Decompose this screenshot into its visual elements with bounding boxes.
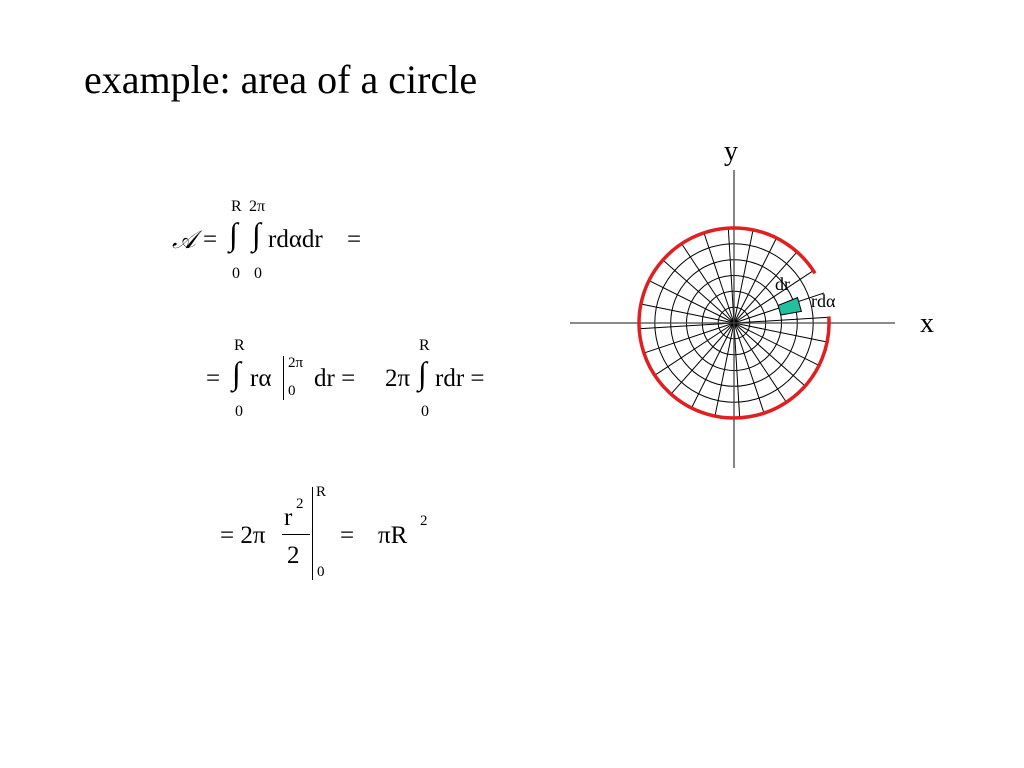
equals-sign: = bbox=[340, 522, 355, 549]
antiderivative: rα bbox=[250, 365, 272, 392]
upper-limit-outer: R bbox=[231, 198, 242, 215]
equals-sign-trailing: = bbox=[347, 226, 362, 253]
eval-upper: R bbox=[316, 484, 327, 500]
result: πR bbox=[378, 522, 408, 549]
integral-sign-outer: ∫ bbox=[229, 216, 238, 252]
numerator: r bbox=[284, 504, 293, 531]
result-exponent: 2 bbox=[420, 513, 428, 529]
evaluation-bar bbox=[312, 487, 313, 580]
evaluation-bar bbox=[283, 356, 284, 400]
page-title: example: area of a circle bbox=[84, 57, 478, 102]
area-element bbox=[777, 296, 803, 316]
equals-sign: = bbox=[203, 226, 218, 253]
integral-sign-inner: ∫ bbox=[252, 216, 261, 252]
numerator-exponent: 2 bbox=[296, 496, 304, 512]
dr-equals: dr = bbox=[314, 365, 356, 392]
lower-limit-outer: 0 bbox=[232, 265, 240, 282]
equals-sign: = bbox=[206, 365, 221, 392]
equals-2pi: = 2π bbox=[220, 522, 266, 549]
eval-lower: 0 bbox=[317, 564, 325, 580]
integral-sign: ∫ bbox=[232, 355, 241, 391]
polar-grid-figure bbox=[570, 170, 895, 468]
factor-2pi: 2π bbox=[385, 365, 411, 392]
eval-lower: 0 bbox=[288, 383, 296, 399]
boundary-circle bbox=[637, 226, 831, 420]
lower-limit-2: 0 bbox=[421, 403, 429, 420]
fraction-bar bbox=[282, 534, 310, 535]
rdalpha-label: rdα bbox=[811, 291, 836, 311]
area-symbol: 𝒜 bbox=[172, 225, 196, 254]
integrand-2: rdr = bbox=[435, 365, 485, 392]
lower-limit: 0 bbox=[235, 403, 243, 420]
y-axis-label: y bbox=[724, 136, 738, 167]
upper-limit-inner: 2π bbox=[249, 198, 266, 215]
x-axis-label: x bbox=[920, 308, 934, 339]
denominator: 2 bbox=[287, 542, 300, 569]
dr-label: dr bbox=[775, 274, 790, 294]
eval-upper: 2π bbox=[288, 355, 304, 371]
upper-limit-2: R bbox=[419, 337, 430, 354]
upper-limit: R bbox=[234, 337, 245, 354]
integral-sign-2: ∫ bbox=[418, 355, 427, 391]
lower-limit-inner: 0 bbox=[254, 265, 262, 282]
integrand: rdαdr bbox=[268, 226, 323, 253]
